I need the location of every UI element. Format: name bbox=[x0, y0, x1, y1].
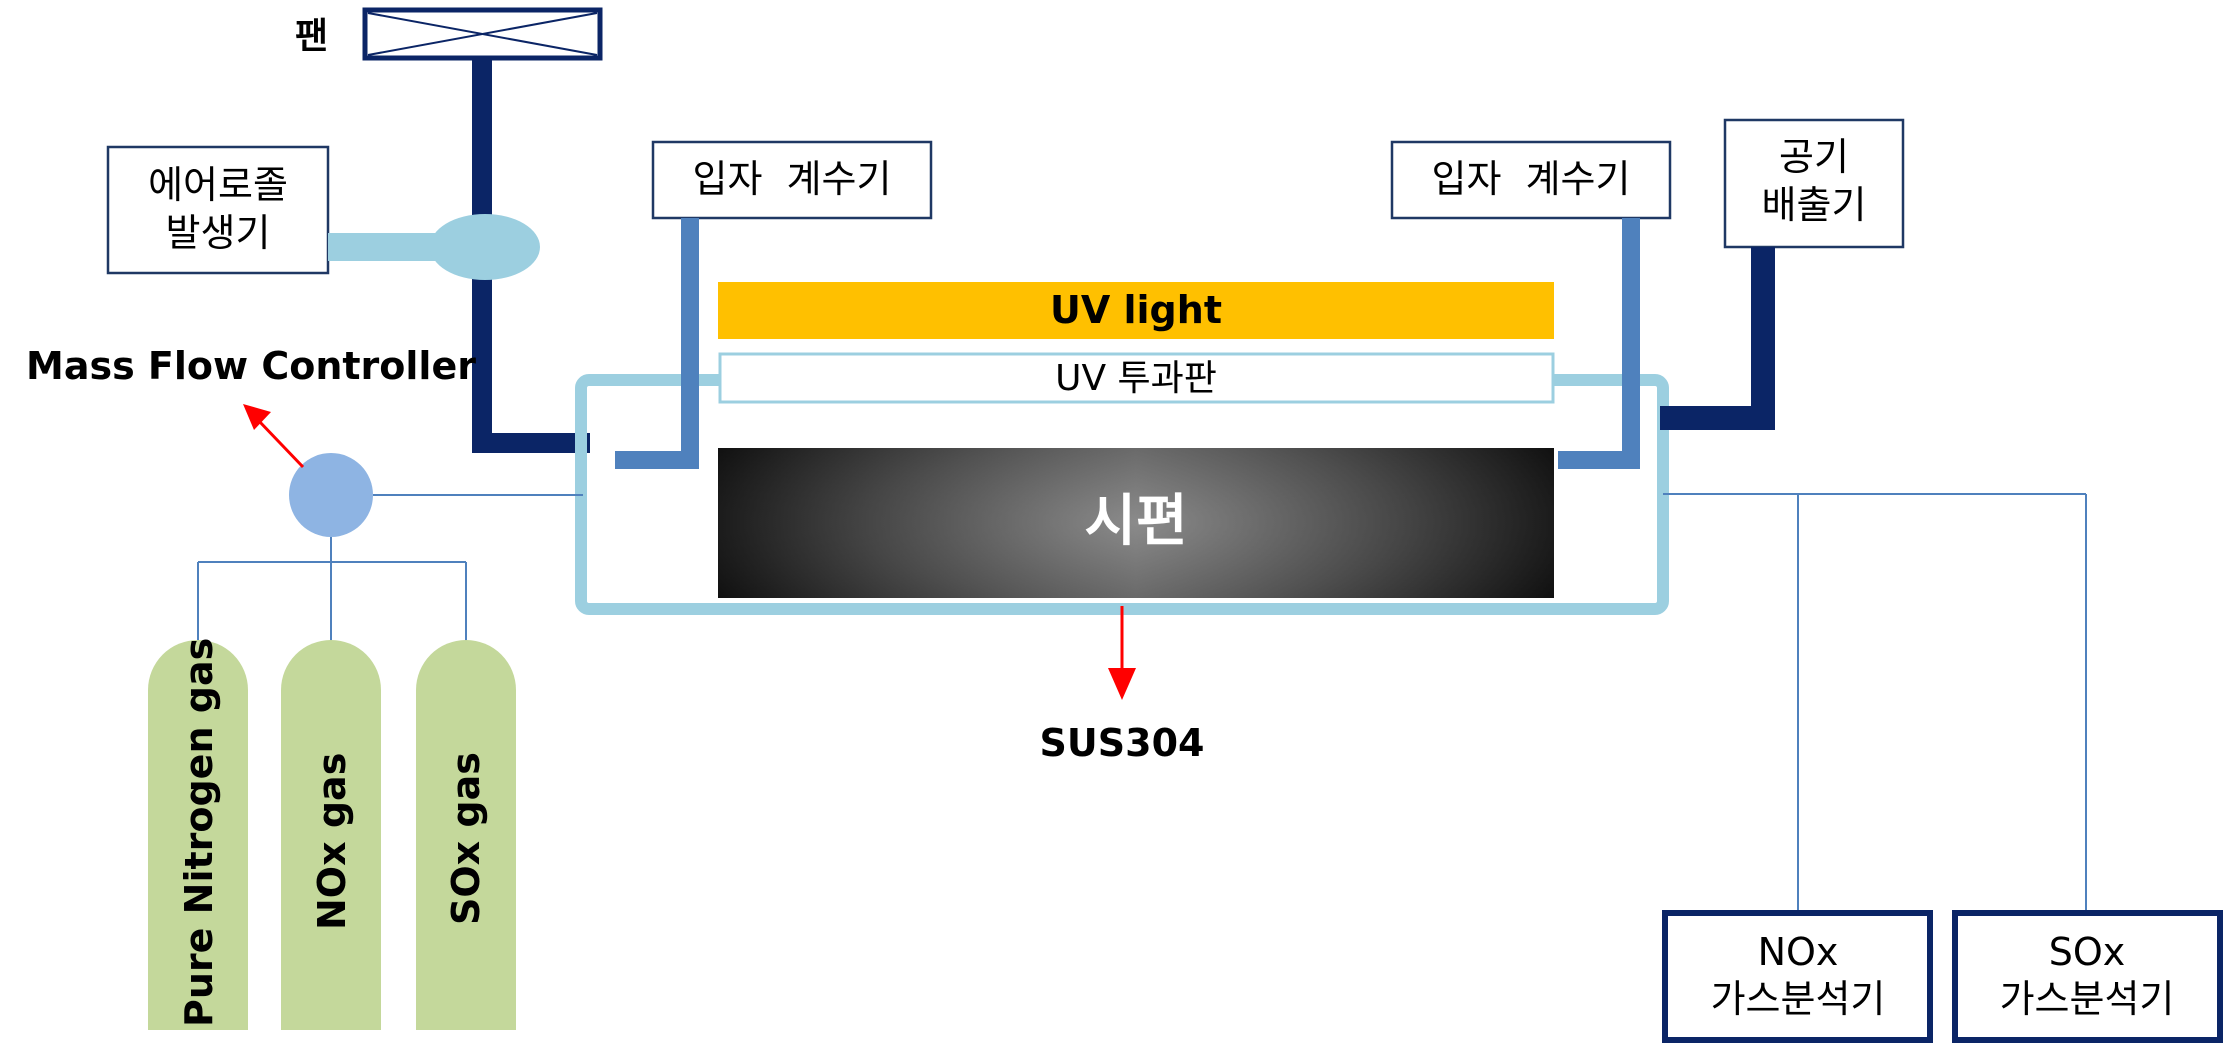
uv-light-label: UV light bbox=[1050, 288, 1222, 332]
uv-window bbox=[718, 352, 1555, 404]
mfc-arrow-head bbox=[243, 404, 271, 430]
mixing-valve bbox=[430, 214, 540, 280]
particle-counter-left-label: 입자 계수기 bbox=[693, 157, 892, 201]
sus-arrow-head bbox=[1108, 668, 1136, 700]
particle-counter-right bbox=[1390, 140, 1672, 220]
analyzer-lines bbox=[1663, 493, 2087, 912]
sus-label: SUS304 bbox=[1040, 721, 1205, 765]
exhaust-label-1: 공기 bbox=[1779, 135, 1849, 179]
aerosol-generator-box bbox=[106, 145, 330, 275]
gas-manifold bbox=[197, 537, 467, 645]
nox-analyzer-label-1: NOx bbox=[1758, 930, 1839, 974]
mfc-label: Mass Flow Controller bbox=[26, 344, 476, 388]
sox-analyzer bbox=[1952, 910, 2223, 1043]
gas-cylinder-sox-label: SOx gas bbox=[444, 752, 488, 925]
particle-counter-left bbox=[651, 140, 933, 220]
mass-flow-controller bbox=[289, 453, 373, 537]
gas-cylinder-nox bbox=[281, 640, 381, 1030]
mfc-arrow-line bbox=[256, 418, 305, 469]
particle-counter-right-probe bbox=[1558, 218, 1640, 469]
uv-window-label: UV 투과판 bbox=[1055, 358, 1217, 399]
particle-counter-left-probe bbox=[615, 218, 699, 469]
fan-label: 팬 bbox=[295, 16, 328, 57]
sox-analyzer-label-2: 가스분석기 bbox=[2000, 977, 2175, 1021]
exhaust-box bbox=[1723, 118, 1905, 249]
particle-counter-right-label: 입자 계수기 bbox=[1432, 157, 1631, 201]
aerosol-pipe bbox=[328, 233, 438, 261]
uv-light-bar bbox=[718, 282, 1554, 339]
gas-cylinder-n2-label: Pure Nitrogen gas bbox=[177, 638, 221, 1027]
nox-analyzer-label-2: 가스분석기 bbox=[1711, 977, 1886, 1021]
aerosol-generator-label-2: 발생기 bbox=[166, 211, 271, 255]
sox-analyzer-label-1: SOx bbox=[2049, 930, 2126, 974]
specimen-label: 시편 bbox=[1084, 489, 1187, 554]
gas-cylinder-nox-label: NOx gas bbox=[310, 753, 354, 930]
fan bbox=[362, 7, 603, 61]
fan-duct bbox=[472, 58, 590, 453]
aerosol-generator-label-1: 에어로졸 bbox=[148, 163, 288, 207]
exhaust-duct bbox=[1660, 247, 1775, 430]
nox-analyzer bbox=[1662, 910, 1933, 1043]
gas-cylinder-n2 bbox=[148, 640, 248, 1030]
gas-cylinder-sox bbox=[416, 640, 516, 1030]
exhaust-label-2: 배출기 bbox=[1762, 183, 1867, 227]
